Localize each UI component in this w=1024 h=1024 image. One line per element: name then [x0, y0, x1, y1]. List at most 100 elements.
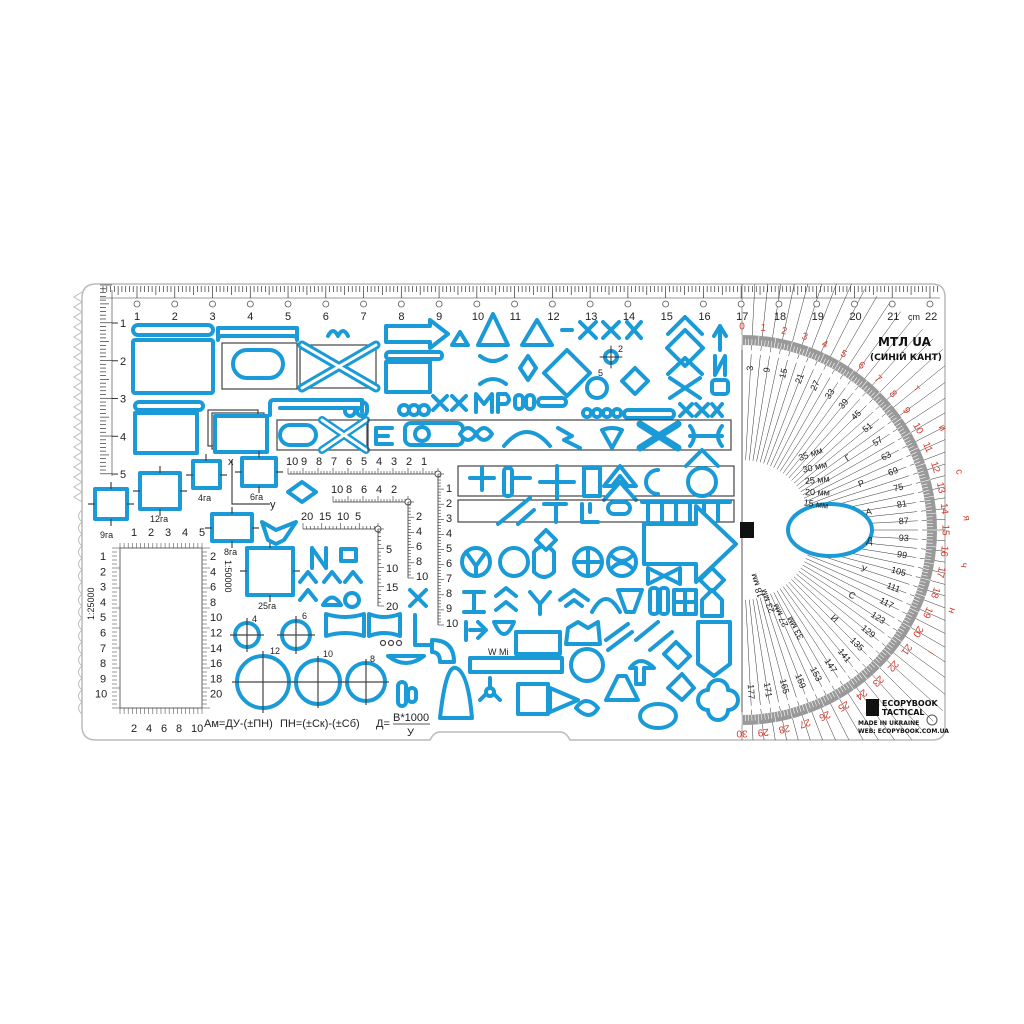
mini-ruler-number: 4: [376, 484, 382, 496]
protractor-tick: [858, 673, 863, 679]
protractor-tick: [825, 694, 829, 701]
mil-number: 15: [939, 524, 950, 536]
scale-right-number: 12: [210, 628, 222, 640]
degree-number: 171: [762, 682, 774, 698]
protractor-tick: [816, 698, 820, 705]
protractor-spoke: [776, 590, 878, 740]
protractor-tick: [822, 696, 826, 702]
protractor-tick: [898, 627, 905, 632]
mil-number: 1: [760, 322, 767, 334]
protractor-spoke: [756, 598, 799, 740]
degree-letter: Г: [843, 452, 853, 463]
left-ruler-number: 1: [120, 318, 126, 330]
protractor-tick: [767, 340, 769, 347]
protractor-tick: [922, 486, 929, 489]
top-ruler-number: 16: [698, 311, 710, 323]
protractor-tick: [834, 360, 840, 370]
protractor-spoke: [773, 592, 865, 740]
protractor-tick: [923, 493, 930, 495]
protractor-tick: [920, 479, 931, 483]
mil-letter: і: [925, 648, 935, 656]
protractor-tick: [912, 455, 918, 458]
ruler-hole: [171, 300, 179, 308]
protractor-tick: [855, 379, 860, 385]
protractor-spoke: [800, 382, 945, 493]
mini-ruler-number: 5: [361, 456, 367, 468]
mini-ruler-number: 10: [286, 456, 298, 468]
protractor-tick: [902, 622, 912, 628]
hang-hole: [926, 714, 938, 726]
mil-letter: н: [945, 606, 957, 615]
protractor-tick: [924, 495, 935, 499]
protractor-spoke: [804, 561, 945, 653]
ruler-hole: [926, 300, 934, 308]
protractor-tick: [906, 613, 913, 617]
scale-left-number: 6: [100, 628, 106, 640]
protractor-tick: [883, 648, 892, 656]
mil-number: 19: [920, 605, 935, 620]
protractor-tick: [896, 425, 903, 430]
protractor-tick: [921, 574, 928, 577]
protractor-tick: [891, 417, 897, 422]
degree-number: 9: [761, 367, 772, 374]
mini-ruler-number: 5: [386, 544, 392, 556]
mini-ruler-number: 15: [319, 511, 331, 523]
protractor-tick: [918, 473, 925, 477]
protractor-spoke: [788, 329, 923, 479]
protractor-spoke: [756, 284, 799, 462]
protractor-tick: [903, 437, 910, 441]
protractor-tick: [761, 713, 763, 720]
ruler-hole: [775, 300, 783, 308]
top-ruler-number: 10: [472, 311, 484, 323]
protractor-tick: [896, 630, 903, 635]
mini-ruler-number: 6: [416, 541, 422, 553]
degree-letter: И: [829, 613, 841, 625]
mini-ruler-number: 10: [386, 563, 398, 575]
scale-left-number: 3: [100, 582, 106, 594]
protractor-tick: [910, 604, 917, 608]
circle-label-12: 12: [270, 646, 280, 656]
protractor-spoke: [785, 584, 913, 740]
degree-number: 165: [778, 678, 792, 695]
protractor-tick: [906, 443, 913, 447]
protractor-tick: [924, 561, 935, 565]
protractor-tick: [913, 599, 920, 602]
degree-number: 105: [890, 565, 907, 579]
axis-y-label: y: [270, 499, 276, 511]
degree-number: 51: [860, 421, 874, 435]
protractor-tick: [879, 401, 885, 407]
top-ruler-number: 8: [398, 311, 404, 323]
degree-number: 45: [849, 408, 863, 422]
top-ruler-number: 21: [887, 311, 899, 323]
mini-ruler-number: 7: [446, 573, 452, 585]
et-center-logo-icon: [740, 522, 754, 538]
protractor-spoke: [782, 311, 901, 474]
made-in-ukraine: MADE IN UKRAINE: [858, 720, 919, 727]
mil-number: 16: [938, 545, 950, 558]
mil-number: 18: [928, 586, 942, 600]
ruler-hole: [586, 300, 594, 308]
top-ruler-number: 17: [736, 311, 748, 323]
protractor-tick: [863, 385, 868, 391]
mini-ruler-number: 1: [446, 483, 452, 495]
protractor-tick: [912, 602, 918, 605]
scale-right-number: 8: [210, 597, 216, 609]
protractor-tick: [808, 702, 811, 709]
protractor-spoke: [759, 284, 813, 463]
label-8ha: 8га: [224, 547, 237, 557]
protractor-tick: [903, 619, 910, 623]
protractor-tick: [847, 370, 855, 379]
protractor-tick: [811, 701, 814, 708]
protractor-tick: [921, 483, 928, 486]
protractor-tick: [877, 655, 882, 661]
protractor-spoke: [782, 586, 901, 740]
protractor-tick: [916, 589, 923, 593]
label-12ha: 12га: [150, 514, 168, 524]
protractor-tick: [837, 688, 841, 694]
protractor-tick: [910, 452, 917, 456]
protractor-tick: [900, 625, 906, 629]
mini-ruler-number: 4: [446, 528, 452, 540]
protractor-tick: [900, 431, 906, 435]
stencil-shapes: [88, 312, 874, 730]
